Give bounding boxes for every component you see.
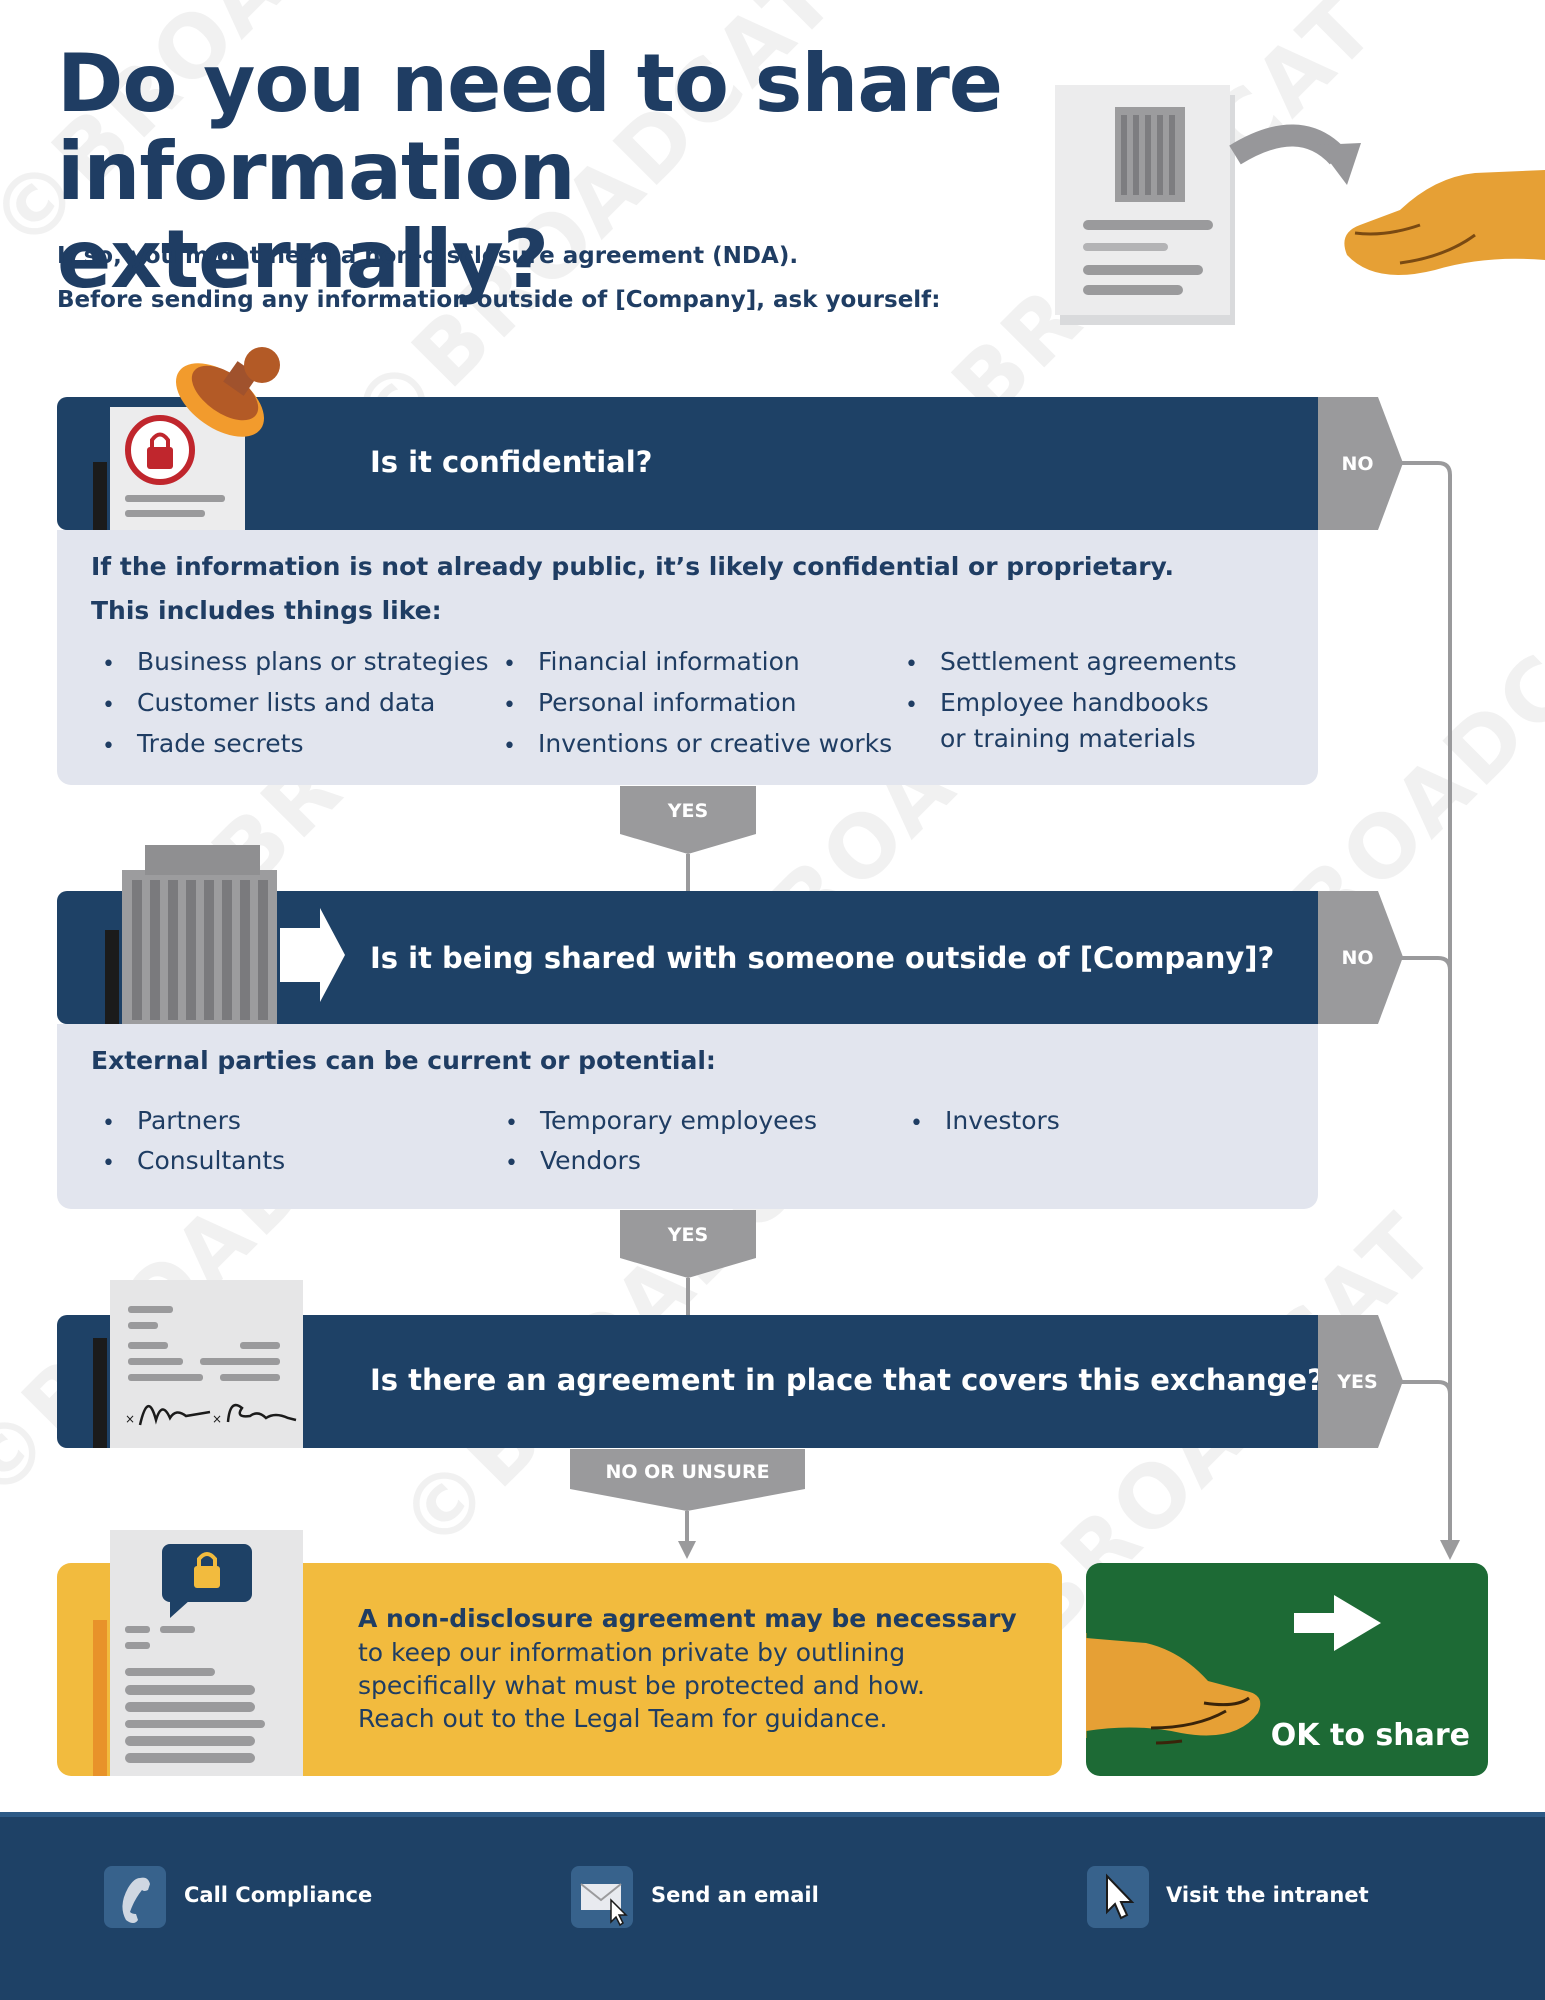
title-line-1: Do you need to share bbox=[57, 37, 1003, 130]
page-title: Do you need to share information externa… bbox=[57, 40, 1017, 304]
bullet: • bbox=[102, 1111, 115, 1136]
building-illustration bbox=[105, 845, 345, 1025]
phone-icon bbox=[122, 1877, 150, 1923]
signature-icon bbox=[138, 1405, 211, 1426]
signature-icon bbox=[226, 1403, 297, 1423]
intro-line-2: Before sending any information outside o… bbox=[57, 287, 941, 313]
list-item: Employee handbooks bbox=[940, 688, 1209, 717]
ok-hand-illustration bbox=[1086, 1595, 1381, 1745]
question-1-bar bbox=[57, 397, 1319, 530]
svg-text:×: × bbox=[212, 1412, 222, 1426]
arrow-right-icon bbox=[1294, 1595, 1381, 1651]
question-1-details bbox=[57, 530, 1318, 785]
question-1-no-label: NO bbox=[1341, 453, 1374, 475]
question-2-intro: External parties can be current or poten… bbox=[91, 1046, 716, 1075]
share-document-illustration bbox=[1055, 85, 1545, 325]
hand-icon bbox=[1344, 170, 1545, 275]
bullet: • bbox=[905, 652, 918, 677]
ok-to-share-label: OK to share bbox=[1270, 1718, 1470, 1753]
bullet: • bbox=[503, 693, 516, 718]
locked-document-illustration bbox=[93, 1530, 303, 1776]
list-item: Customer lists and data bbox=[137, 688, 436, 717]
list-item: Consultants bbox=[137, 1146, 286, 1175]
call-compliance-label[interactable]: Call Compliance bbox=[184, 1883, 373, 1907]
nda-text-line: specifically what must be protected and … bbox=[358, 1671, 925, 1700]
title-line-2: information externally? bbox=[57, 125, 576, 306]
question-1-intro: If the information is not already public… bbox=[91, 552, 1175, 581]
bullet: • bbox=[503, 734, 516, 759]
question-2-yes-tag bbox=[620, 1210, 756, 1315]
send-email-button[interactable] bbox=[571, 1866, 633, 1928]
question-2: Is it being shared with someone outside … bbox=[370, 941, 1275, 975]
list-item: Vendors bbox=[540, 1146, 641, 1175]
nda-text-line: to keep our information private by outli… bbox=[358, 1638, 906, 1667]
question-1-yes-label: YES bbox=[667, 800, 709, 822]
question-2-no-tag bbox=[1318, 891, 1403, 1024]
list-item: Financial information bbox=[538, 647, 800, 676]
list-item: Inventions or creative works bbox=[538, 729, 893, 758]
question-3-yes-label: YES bbox=[1337, 1371, 1378, 1393]
bullet: • bbox=[102, 652, 115, 677]
send-email-label[interactable]: Send an email bbox=[651, 1883, 819, 1907]
question-3-no-tag bbox=[570, 1449, 805, 1559]
hand-icon bbox=[1086, 1638, 1261, 1736]
arrow-right-icon bbox=[280, 908, 345, 1002]
question-2-details bbox=[57, 1024, 1318, 1209]
question-1-includes: This includes things like: bbox=[91, 596, 442, 625]
list-item: Trade secrets bbox=[137, 729, 304, 758]
footer bbox=[0, 1812, 1545, 2000]
svg-text:×: × bbox=[125, 1412, 135, 1426]
email-icon bbox=[580, 1883, 628, 1927]
question-1: Is it confidential? bbox=[370, 445, 653, 479]
bullet: • bbox=[505, 1111, 518, 1136]
no-path-connector bbox=[1350, 461, 1460, 1560]
intro-line-1: If so, you might need a non-disclosure a… bbox=[57, 243, 799, 269]
bullet: • bbox=[102, 1151, 115, 1176]
bullet: • bbox=[102, 734, 115, 759]
list-item: Business plans or strategies bbox=[137, 647, 489, 676]
list-item: Investors bbox=[945, 1106, 1060, 1135]
question-1-yes-tag bbox=[620, 786, 756, 891]
nda-text-line: Reach out to the Legal Team for guidance… bbox=[358, 1704, 888, 1733]
list-item: Temporary employees bbox=[540, 1106, 817, 1135]
signed-agreement-illustration: × × bbox=[93, 1280, 303, 1448]
confidential-stamp-illustration bbox=[93, 347, 280, 530]
bullet: • bbox=[505, 1151, 518, 1176]
cursor-icon bbox=[1106, 1873, 1135, 1920]
bullet: • bbox=[102, 693, 115, 718]
question-2-yes-label: YES bbox=[667, 1224, 709, 1246]
list-item-continued: or training materials bbox=[940, 724, 1196, 753]
nda-title: A non-disclosure agreement may be necess… bbox=[358, 1604, 1017, 1633]
bullet: • bbox=[503, 652, 516, 677]
lock-icon bbox=[194, 1566, 220, 1588]
bullet: • bbox=[905, 693, 918, 718]
bullet: • bbox=[910, 1111, 923, 1136]
question-2-no-label: NO bbox=[1341, 947, 1374, 969]
question-3: Is there an agreement in place that cove… bbox=[370, 1363, 1324, 1397]
list-item: Personal information bbox=[538, 688, 797, 717]
list-item: Settlement agreements bbox=[940, 647, 1237, 676]
visit-intranet-label[interactable]: Visit the intranet bbox=[1166, 1883, 1369, 1907]
call-compliance-button[interactable] bbox=[104, 1866, 166, 1928]
arrow-icon bbox=[1317, 143, 1361, 185]
visit-intranet-button[interactable] bbox=[1087, 1866, 1149, 1928]
question-1-no-tag bbox=[1318, 397, 1403, 530]
question-3-yes-tag bbox=[1318, 1315, 1403, 1448]
question-3-no-label: NO OR UNSURE bbox=[605, 1461, 770, 1483]
list-item: Partners bbox=[137, 1106, 241, 1135]
